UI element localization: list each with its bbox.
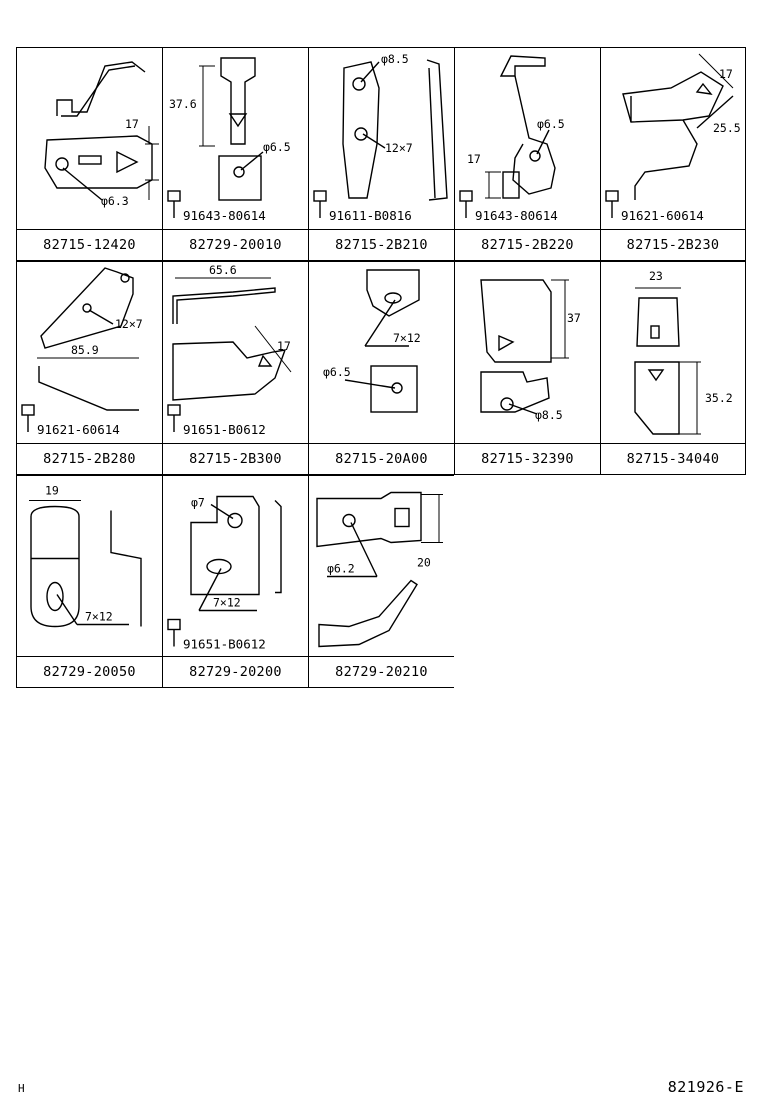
footer-left-mark: H [18, 1082, 25, 1095]
part-cell[interactable]: 37 φ8.5 82715-32390 [454, 261, 600, 475]
dim-label: 7×12 [393, 331, 421, 345]
dim-label: 12×7 [385, 141, 413, 155]
bolt-part-number: 91651-B0612 [183, 422, 266, 437]
part-cell[interactable]: 23 35.2 82715-34040 [600, 261, 746, 475]
dim-label: 23 [649, 269, 663, 283]
part-number: 82715-2B230 [601, 230, 745, 261]
dim-label: φ7 [191, 496, 205, 510]
parts-grid: 17 φ6.3 82715-12420 37.6 φ6.5 [16, 47, 748, 688]
part-number: 82715-2B300 [163, 444, 308, 475]
bolt-icon [313, 190, 327, 218]
empty-cell [600, 475, 746, 688]
part-illustration: 65.6 17 91651-B0612 [163, 262, 308, 444]
part-illustration: 7×12 φ6.5 [309, 262, 454, 444]
dim-label: 7×12 [213, 596, 241, 610]
dim-label: 12×7 [115, 317, 143, 331]
part-cell[interactable]: 17 25.5 91621-60614 82715-2B230 [600, 47, 746, 261]
part-number: 82715-12420 [17, 230, 162, 261]
part-cell[interactable]: 65.6 17 91651-B0612 82715-2B300 [162, 261, 308, 475]
part-cell[interactable]: 7×12 φ6.5 82715-20A00 [308, 261, 454, 475]
part-number: 82715-2B280 [17, 444, 162, 475]
dim-label: 25.5 [713, 121, 741, 135]
part-illustration: 23 35.2 [601, 262, 745, 444]
part-illustration: φ8.5 12×7 91611-B0816 [309, 48, 454, 230]
part-cell[interactable]: 12×7 85.9 91621-60614 82715-2B280 [16, 261, 162, 475]
part-illustration: 37 φ8.5 [455, 262, 600, 444]
dim-label: φ8.5 [535, 408, 563, 422]
part-illustration: φ7 7×12 91651-B0612 [163, 476, 308, 657]
dim-label: 85.9 [71, 343, 99, 357]
parts-row: 12×7 85.9 91621-60614 82715-2B280 65.6 [16, 261, 748, 475]
part-number: 82729-20010 [163, 230, 308, 261]
part-illustration: 12×7 85.9 91621-60614 [17, 262, 162, 444]
part-cell[interactable]: 19 7×12 82729-20050 [16, 475, 162, 688]
bolt-part-number: 91643-80614 [475, 208, 558, 223]
part-illustration: 17 25.5 91621-60614 [601, 48, 745, 230]
part-cell[interactable]: φ6.5 17 91643-80614 82715-2B220 [454, 47, 600, 261]
bolt-part-number: 91651-B0612 [183, 637, 266, 652]
part-number: 82715-34040 [601, 444, 745, 475]
part-number: 82729-20200 [163, 657, 308, 688]
parts-row: 19 7×12 82729-20050 φ7 [16, 475, 748, 688]
part-illustration: 20 φ6.2 [309, 476, 454, 657]
bolt-icon [167, 404, 181, 432]
part-number: 82715-20A00 [309, 444, 454, 475]
part-illustration: φ6.5 17 91643-80614 [455, 48, 600, 230]
part-illustration: 19 7×12 [17, 476, 162, 657]
dim-label: 19 [45, 484, 59, 498]
diagram-reference-code: 821926-E [667, 1078, 744, 1096]
dim-label: 37 [567, 311, 581, 325]
part-cell[interactable]: 20 φ6.2 82729-20210 [308, 475, 454, 688]
bolt-icon [605, 190, 619, 218]
dim-label: 17 [277, 339, 291, 353]
dim-label: 35.2 [705, 391, 733, 405]
dim-label: 20 [417, 556, 431, 570]
dim-label: φ8.5 [381, 52, 409, 66]
part-cell[interactable]: φ8.5 12×7 91611-B0816 82715-2B210 [308, 47, 454, 261]
bolt-icon [21, 404, 35, 432]
bolt-icon [459, 190, 473, 218]
bolt-part-number: 91643-80614 [183, 208, 266, 223]
dim-label: 17 [125, 117, 139, 131]
dim-label: 17 [719, 67, 733, 81]
bolt-icon [167, 618, 181, 647]
dim-label: 7×12 [85, 610, 113, 624]
bolt-part-number: 91621-60614 [621, 208, 704, 223]
part-number: 82715-2B210 [309, 230, 454, 261]
part-number: 82715-2B220 [455, 230, 600, 261]
dim-label: 17 [467, 152, 481, 166]
part-cell[interactable]: 17 φ6.3 82715-12420 [16, 47, 162, 261]
part-cell[interactable]: φ7 7×12 91651-B0612 82729-20200 [162, 475, 308, 688]
part-number: 82729-20210 [309, 657, 454, 688]
dim-label: φ6.5 [263, 140, 291, 154]
dim-label: 37.6 [169, 97, 197, 111]
part-number: 82729-20050 [17, 657, 162, 688]
part-illustration: 37.6 φ6.5 91643-80614 [163, 48, 308, 230]
bolt-part-number: 91621-60614 [37, 422, 120, 437]
part-illustration: 17 φ6.3 [17, 48, 162, 230]
dim-label: φ6.3 [101, 194, 129, 208]
dim-label: φ6.5 [537, 117, 565, 131]
parts-row: 17 φ6.3 82715-12420 37.6 φ6.5 [16, 47, 748, 261]
part-number: 82715-32390 [455, 444, 600, 475]
dim-label: φ6.2 [327, 562, 355, 576]
part-cell[interactable]: 37.6 φ6.5 91643-80614 82729-20010 [162, 47, 308, 261]
empty-cell [454, 475, 600, 688]
dim-label: 65.6 [209, 263, 237, 277]
bolt-part-number: 91611-B0816 [329, 208, 412, 223]
bolt-icon [167, 190, 181, 218]
dim-label: φ6.5 [323, 365, 351, 379]
